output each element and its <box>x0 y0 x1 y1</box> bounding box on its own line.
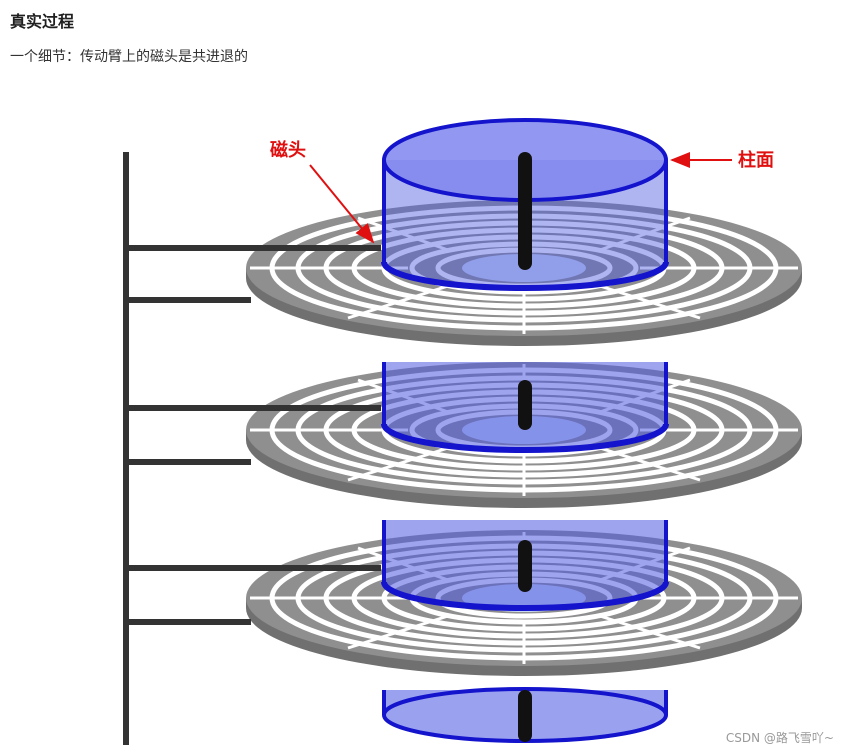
watermark: CSDN @路飞雪吖~ <box>725 731 834 745</box>
spindle-lower <box>518 540 532 592</box>
label-cylinder: 柱面 <box>738 149 774 171</box>
spindle-top <box>518 152 532 270</box>
actuator-arm <box>123 152 381 745</box>
spindle-bottom <box>518 690 532 742</box>
annotation-arrows <box>309 152 732 244</box>
page-subtext: 一个细节：传动臂上的磁头是共进退的 <box>10 49 248 65</box>
label-head: 磁头 <box>270 139 306 161</box>
spindle-middle <box>518 380 532 430</box>
page-heading: 真实过程 <box>10 12 75 31</box>
